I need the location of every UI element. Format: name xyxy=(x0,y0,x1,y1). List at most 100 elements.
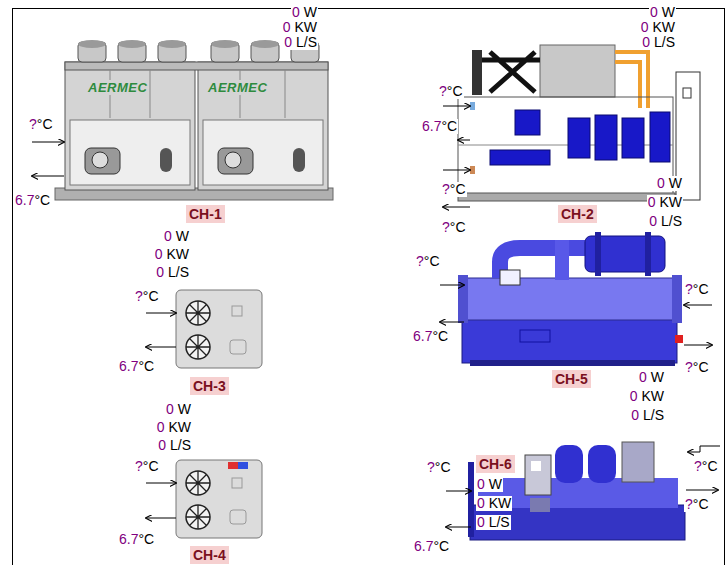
value-number: 0 xyxy=(477,514,485,530)
value-number: 0 xyxy=(156,264,164,280)
reading-value: ?°C xyxy=(134,459,160,474)
value-number: 6.7 xyxy=(119,358,138,374)
value-number: ? xyxy=(685,359,693,375)
value-number: ? xyxy=(685,496,693,512)
value-number: 0 xyxy=(292,4,300,20)
reading-value: 6.7°C xyxy=(421,119,458,134)
value-number: 0 xyxy=(477,476,485,492)
value-number: 0 xyxy=(630,388,638,404)
value-unit: KW xyxy=(649,19,675,35)
value-unit: KW xyxy=(638,388,664,404)
reading-value: 0 W xyxy=(649,5,676,20)
value-number: 6.7 xyxy=(422,118,441,134)
value-unit: °C xyxy=(143,288,159,304)
unit-tag: CH-4 xyxy=(190,546,229,564)
value-unit: °C xyxy=(693,359,709,375)
reading-value: 0 L/S xyxy=(155,265,190,280)
unit-name: CH-4 xyxy=(193,547,226,563)
reading-value: 0 L/S xyxy=(630,408,665,423)
reading-value: ?°C xyxy=(134,289,160,304)
value-number: 0 xyxy=(284,34,292,50)
reading-value: ?°C xyxy=(441,182,467,197)
reading-value: 0 W xyxy=(163,229,190,244)
value-unit: °C xyxy=(138,358,154,374)
screen-frame xyxy=(13,9,725,565)
value-unit: W xyxy=(647,369,664,385)
reading-value: 0 KW xyxy=(154,247,190,262)
value-unit: KW xyxy=(291,19,317,35)
reading-value: 0 W xyxy=(656,176,683,191)
unit-tag: CH-5 xyxy=(552,370,591,388)
reading-value: 0 KW xyxy=(629,389,665,404)
value-unit: °C xyxy=(702,458,718,474)
reading-value: 0 L/S xyxy=(648,214,683,229)
value-number: ? xyxy=(416,253,424,269)
small-heat-pump-chiller xyxy=(146,460,262,538)
unit-tag: CH-2 xyxy=(558,205,597,223)
centrifugal-chiller xyxy=(440,232,712,366)
value-unit: L/S xyxy=(650,34,675,50)
value-unit: °C xyxy=(450,181,466,197)
value-unit: W xyxy=(485,476,502,492)
value-number: 0 xyxy=(283,19,291,35)
brand-logo: AERMEC xyxy=(206,80,269,95)
value-unit: W xyxy=(658,4,675,20)
value-number: 0 xyxy=(164,228,172,244)
reading-value: 6.7°C xyxy=(118,532,155,547)
reading-value: 6.7°C xyxy=(118,359,155,374)
value-unit: L/S xyxy=(657,213,682,229)
reading-value: ?°C xyxy=(441,220,467,235)
value-number: 0 xyxy=(158,437,166,453)
unit-name: CH-5 xyxy=(555,371,588,387)
value-number: ? xyxy=(439,83,447,99)
reading-value: 0 L/S xyxy=(476,515,511,530)
value-number: 6.7 xyxy=(414,538,433,554)
reading-value: 0 L/S xyxy=(283,35,318,50)
value-number: 0 xyxy=(648,194,656,210)
reading-value: 6.7°C xyxy=(413,539,450,554)
value-unit: °C xyxy=(424,253,440,269)
value-number: ? xyxy=(442,219,450,235)
value-unit: °C xyxy=(138,531,154,547)
reading-value: 0 W xyxy=(291,5,318,20)
value-unit: °C xyxy=(441,118,457,134)
screw-chiller xyxy=(446,442,720,540)
value-number: 0 xyxy=(166,401,174,417)
value-unit: °C xyxy=(143,458,159,474)
reading-value: 0 KW xyxy=(282,20,318,35)
value-number: 6.7 xyxy=(119,531,138,547)
reading-value: 0 KW xyxy=(647,195,683,210)
value-unit: KW xyxy=(485,495,511,511)
reading-value: ?°C xyxy=(415,254,441,269)
value-number: 0 xyxy=(642,34,650,50)
value-number: ? xyxy=(442,181,450,197)
unit-name: CH-1 xyxy=(189,206,222,222)
value-unit: °C xyxy=(447,83,463,99)
value-number: ? xyxy=(29,116,37,132)
value-unit: °C xyxy=(34,192,50,208)
value-unit: °C xyxy=(693,281,709,297)
value-unit: L/S xyxy=(639,407,664,423)
value-unit: W xyxy=(172,228,189,244)
value-number: 0 xyxy=(631,407,639,423)
value-unit: °C xyxy=(450,219,466,235)
reading-value: 0 W xyxy=(638,370,665,385)
reading-value: ?°C xyxy=(684,497,710,512)
reading-value: 0 W xyxy=(165,402,192,417)
reading-value: ?°C xyxy=(684,282,710,297)
air-cooled-chiller xyxy=(32,40,333,200)
value-number: 0 xyxy=(650,4,658,20)
value-number: ? xyxy=(694,458,702,474)
value-unit: °C xyxy=(693,496,709,512)
value-unit: °C xyxy=(432,328,448,344)
value-number: 0 xyxy=(657,175,665,191)
reading-value: 0 KW xyxy=(640,20,676,35)
reading-value: ?°C xyxy=(426,460,452,475)
reading-value: 0 KW xyxy=(476,496,512,511)
small-chiller xyxy=(146,290,262,368)
value-number: 0 xyxy=(649,213,657,229)
reading-value: 0 L/S xyxy=(641,35,676,50)
value-number: ? xyxy=(135,458,143,474)
unit-tag: CH-3 xyxy=(190,377,229,395)
value-unit: °C xyxy=(435,459,451,475)
